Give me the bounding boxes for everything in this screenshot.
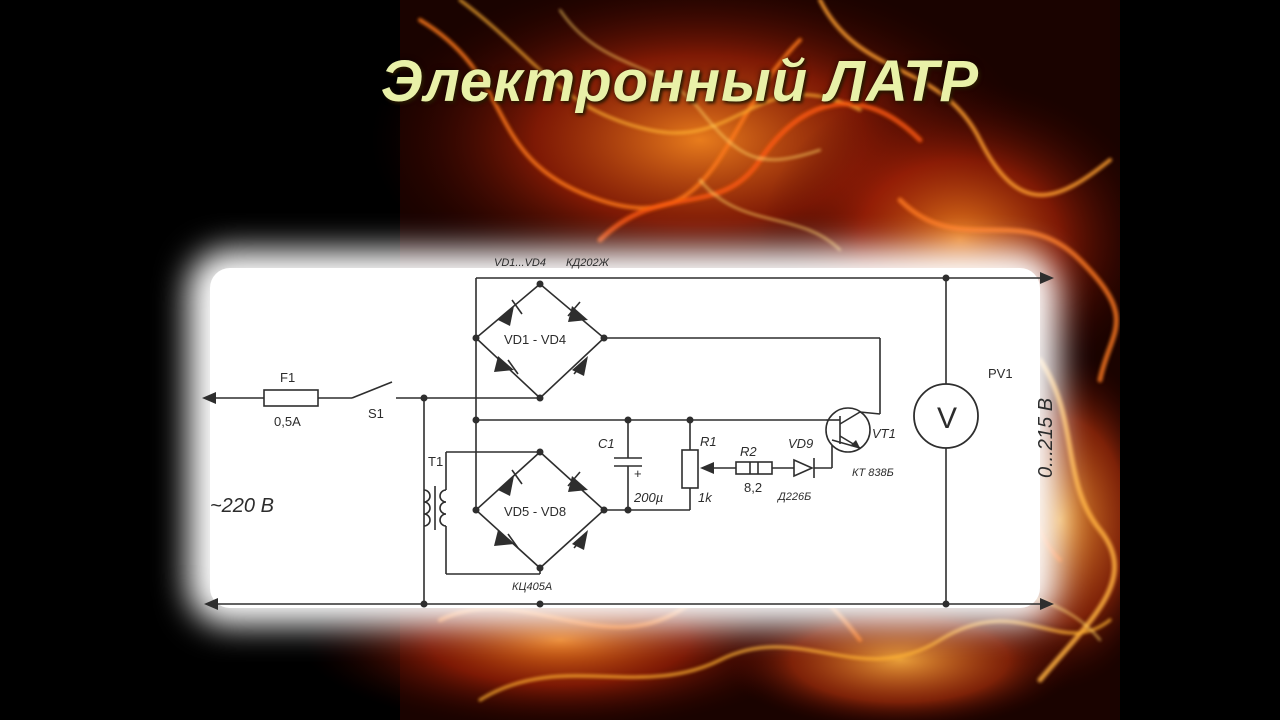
- capacitor-c1: [614, 420, 642, 510]
- vt1-type-label: КТ 838Б: [852, 467, 894, 479]
- vt1-label: VT1: [872, 426, 896, 441]
- fuse-value-label: 0,5А: [274, 414, 301, 429]
- pv1-label: PV1: [988, 366, 1013, 381]
- bottom-rail: [204, 598, 1054, 610]
- output-voltage-label: 0...215 В: [1035, 398, 1057, 478]
- r2-label: R2: [740, 444, 757, 459]
- bridge1-type-label: КД202Ж: [566, 257, 610, 269]
- voltmeter-symbol: V: [937, 402, 957, 435]
- fuse-label: F1: [280, 370, 295, 385]
- switch-s1: [351, 381, 393, 399]
- fuse-f1: [263, 389, 319, 407]
- c1-plus-label: +: [634, 466, 642, 481]
- transistor-vt1: [825, 407, 881, 453]
- vd9-type-label: Д226Б: [776, 491, 811, 503]
- bridge1-label: VD1 - VD4: [504, 332, 566, 347]
- bridge1-top-label: VD1...VD4: [494, 257, 546, 269]
- r1-value-label: 1k: [698, 490, 713, 505]
- transformer-t1: [423, 398, 541, 604]
- page-title: Электронный ЛАТР: [380, 49, 980, 114]
- bridge2-label: VD5 - VD8: [504, 504, 566, 519]
- transformer-label: T1: [428, 454, 443, 469]
- r1-label: R1: [700, 434, 717, 449]
- junction-dots: [420, 274, 950, 608]
- switch-label: S1: [368, 406, 384, 421]
- potentiometer-r1: [681, 420, 736, 510]
- top-rail: [476, 272, 1054, 284]
- c1-value-label: 200µ: [633, 490, 663, 505]
- vd9-label: VD9: [788, 436, 813, 451]
- bridge2-type-label: КЦ405А: [512, 581, 552, 593]
- resistor-r2: [735, 461, 794, 475]
- r2-value-label: 8,2: [744, 480, 762, 495]
- voltmeter-pv1: [913, 278, 979, 604]
- input-line: [202, 381, 540, 407]
- c1-label: C1: [598, 436, 615, 451]
- bridge-vd5-vd8: [474, 420, 690, 570]
- mains-voltage-label: ~220 В: [210, 495, 274, 517]
